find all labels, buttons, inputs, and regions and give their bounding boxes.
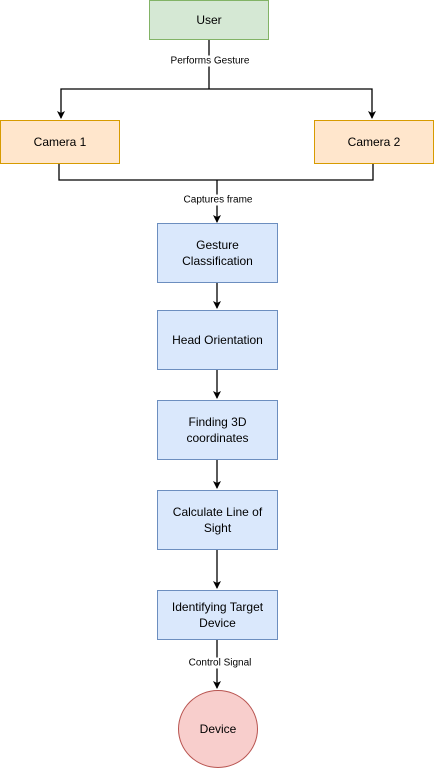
- line-of-sight-node: Calculate Line of Sight: [157, 490, 278, 550]
- head-orientation-label: Head Orientation: [172, 332, 263, 347]
- camera2-label: Camera 2: [347, 134, 401, 149]
- gesture-classification-label: Gesture Classification: [182, 237, 253, 268]
- edge-to-camera1: [57, 88, 209, 119]
- gesture-classification-node: Gesture Classification: [157, 223, 278, 283]
- captures-frame-label: Captures frame: [182, 194, 254, 206]
- edge-camera1-merge: [58, 164, 217, 181]
- user-node: User: [149, 0, 269, 40]
- finding-3d-coordinates-label: Finding 3D coordinates: [186, 414, 249, 445]
- head-orientation-node: Head Orientation: [157, 310, 278, 370]
- device-label: Device: [199, 721, 237, 736]
- camera1-node: Camera 1: [0, 120, 120, 164]
- camera2-node: Camera 2: [314, 120, 434, 164]
- edge-camera2-merge: [217, 164, 374, 181]
- device-node: Device: [178, 690, 258, 768]
- performs-gesture-label: Performs Gesture: [169, 55, 251, 67]
- edge-to-camera2: [209, 88, 376, 119]
- user-label: User: [196, 12, 222, 27]
- camera1-label: Camera 1: [33, 134, 87, 149]
- identifying-target-device-label: Identifying Target Device: [171, 599, 264, 630]
- control-signal-label: Control Signal: [187, 657, 253, 669]
- identifying-target-device-node: Identifying Target Device: [157, 590, 278, 640]
- finding-3d-coordinates-node: Finding 3D coordinates: [157, 400, 278, 460]
- line-of-sight-label: Calculate Line of Sight: [172, 504, 263, 535]
